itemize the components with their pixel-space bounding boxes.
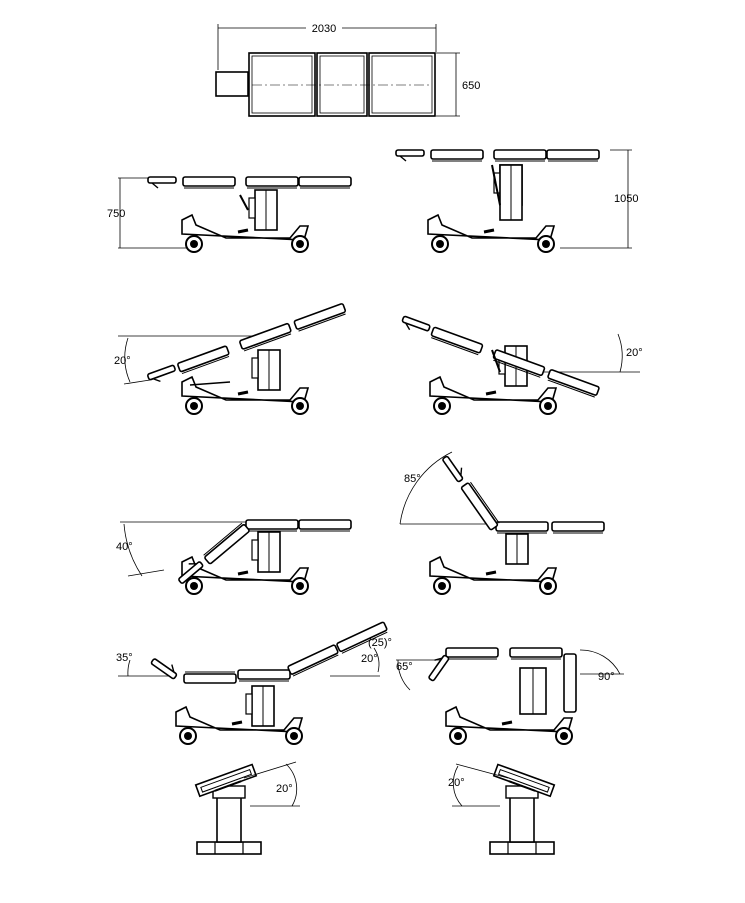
side-view-split-sections: 35° 20° (25)°	[116, 620, 392, 746]
lateral-tilt-left-angle: 20°	[448, 777, 465, 789]
top-view: 2030 650	[215, 20, 486, 117]
leg-up-angle-alt: (25)°	[368, 637, 392, 649]
side-view-max-height: 1050	[395, 149, 638, 254]
lateral-tilt-right-angle: 20°	[276, 783, 293, 795]
side-view-back-section-up: 85°	[399, 451, 605, 596]
trendelenburg-angle: 20°	[114, 355, 131, 367]
head-down-angle: 35°	[116, 652, 133, 664]
width-dimension: 650	[462, 80, 480, 92]
end-view-lateral-tilt-left: 20°	[448, 763, 556, 855]
side-view-trendelenburg: 20°	[114, 302, 348, 416]
length-dimension: 2030	[312, 23, 336, 35]
side-view-leg-section-down: 40°	[116, 519, 352, 596]
min-height-dimension: 750	[107, 208, 125, 220]
side-view-reverse-trendelenburg: 20°	[399, 315, 643, 416]
head-angle-alt: 65°	[396, 661, 413, 673]
end-view-lateral-tilt-right: 20°	[194, 761, 300, 855]
leg-up-angle: 20°	[361, 653, 378, 665]
back-up-angle: 85°	[404, 473, 421, 485]
rotated-leg-section	[563, 653, 577, 713]
side-view-head-and-rotation: 65° 90°	[396, 647, 624, 746]
rotation-angle: 90°	[598, 671, 615, 683]
head-rest-top	[215, 71, 249, 97]
reverse-trendelenburg-angle: 20°	[626, 347, 643, 359]
max-height-dimension: 1050	[614, 193, 638, 205]
leg-down-angle: 40°	[116, 541, 133, 553]
side-view-min-height: 750	[107, 176, 352, 254]
